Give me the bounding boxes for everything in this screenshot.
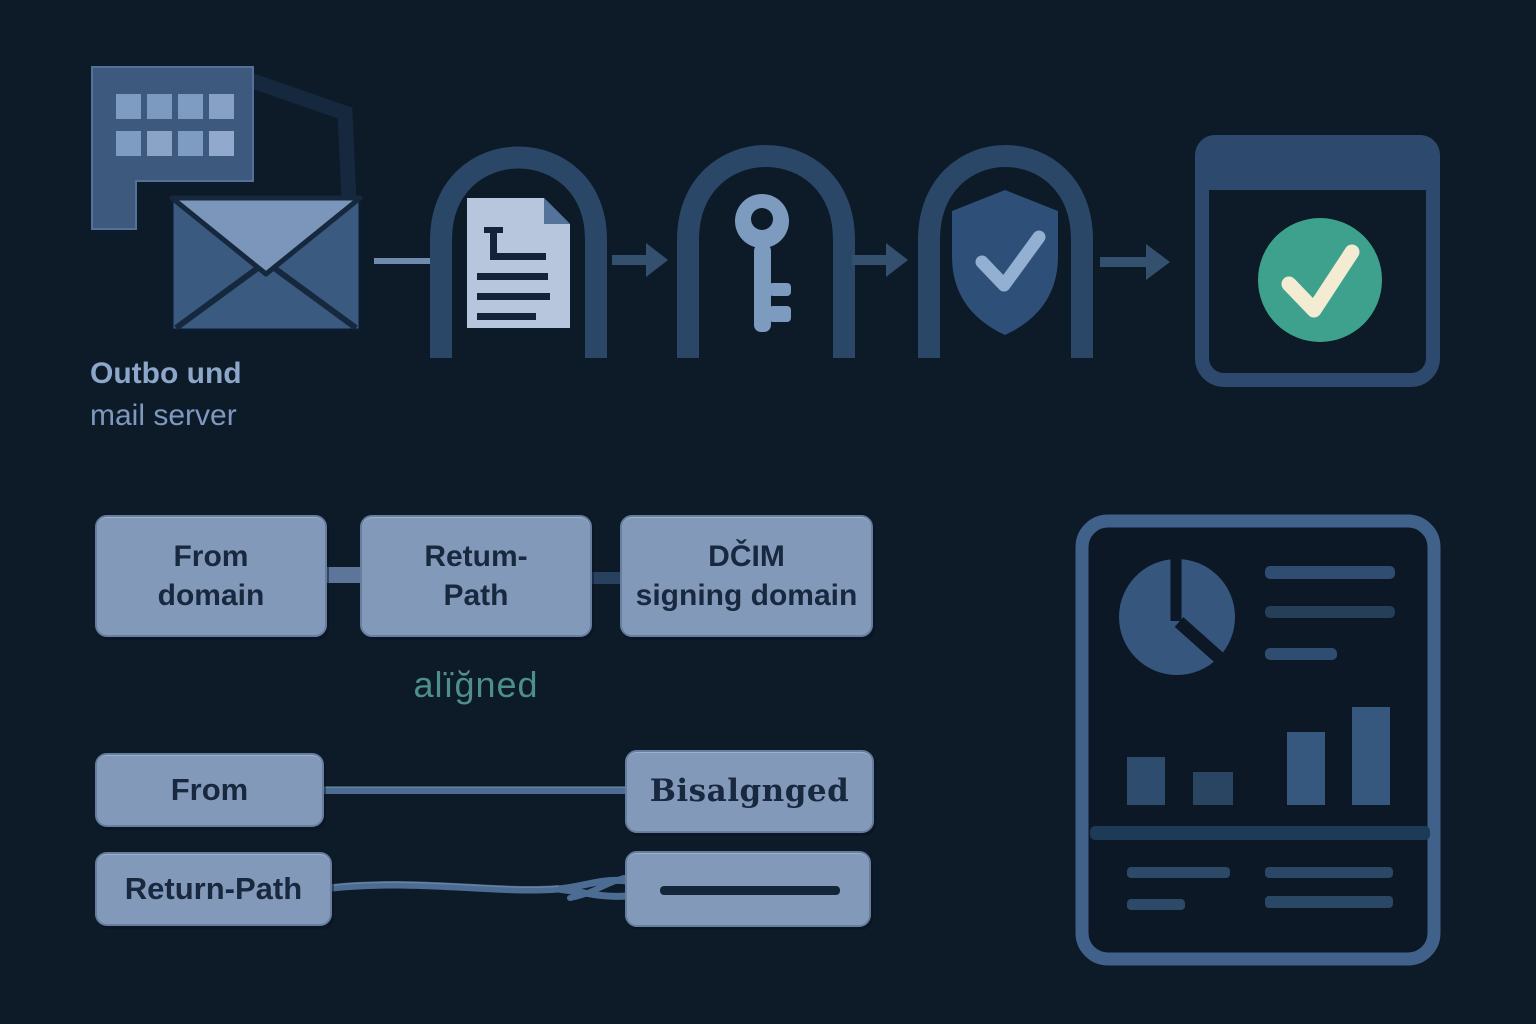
outbound-label-line2: mail server xyxy=(90,399,237,432)
shield-check-icon xyxy=(952,190,1058,335)
gate-arch-2 xyxy=(677,145,855,358)
chute-arm xyxy=(247,72,357,201)
dash-mark xyxy=(660,886,840,895)
aligned-connector-2 xyxy=(590,572,624,584)
envelope-icon xyxy=(169,195,363,332)
from-label: From xyxy=(170,771,249,807)
text-lines xyxy=(1265,566,1395,660)
return-path-box: Retum- Path xyxy=(360,515,592,637)
gate-arch-3 xyxy=(918,145,1093,358)
bar-chart-icon xyxy=(1127,707,1390,805)
gate-arch-1 xyxy=(430,146,607,358)
aligned-caption: alïğned xyxy=(413,664,539,705)
check-mark-icon xyxy=(1281,244,1360,318)
footer-lines xyxy=(1127,867,1393,910)
outbound-mail-server-label: Outbo und mail server xyxy=(90,353,242,437)
return-path-label: Retum- Path xyxy=(424,540,528,612)
flow-row xyxy=(91,66,1440,387)
report-divider xyxy=(1090,826,1430,840)
forked-line xyxy=(328,875,631,901)
from-domain-box: From domain xyxy=(95,515,327,637)
misaligned-line-highlight xyxy=(324,786,628,788)
document-icon xyxy=(467,198,570,328)
return-path-bottom-label: Return-Path xyxy=(124,870,303,906)
key-icon xyxy=(735,194,791,332)
from-box: From xyxy=(95,753,324,827)
building-icon xyxy=(91,66,254,230)
empty-dash-box xyxy=(625,851,871,927)
misaligned-label: Bisalgnged xyxy=(649,773,850,810)
arrow-right-icon xyxy=(852,243,908,277)
misaligned-box: Bisalgnged xyxy=(625,750,874,833)
report-icon xyxy=(1075,514,1441,966)
inbox-check-icon xyxy=(1195,135,1440,387)
from-domain-label: From domain xyxy=(157,540,265,612)
outbound-label-line1: Outbo und xyxy=(90,357,242,390)
arrow-right-icon xyxy=(1100,244,1170,280)
aligned-connector-1 xyxy=(327,567,363,583)
dkim-signing-domain-box: DČIM signing domain xyxy=(620,515,873,637)
pie-chart-icon xyxy=(1119,556,1239,676)
check-circle-icon xyxy=(1258,218,1382,342)
dkim-signing-domain-label: DČIM signing domain xyxy=(635,540,858,612)
return-path-bottom-box: Return-Path xyxy=(95,852,332,926)
arrow-right-icon xyxy=(612,243,668,277)
misaligned-line xyxy=(324,787,628,794)
